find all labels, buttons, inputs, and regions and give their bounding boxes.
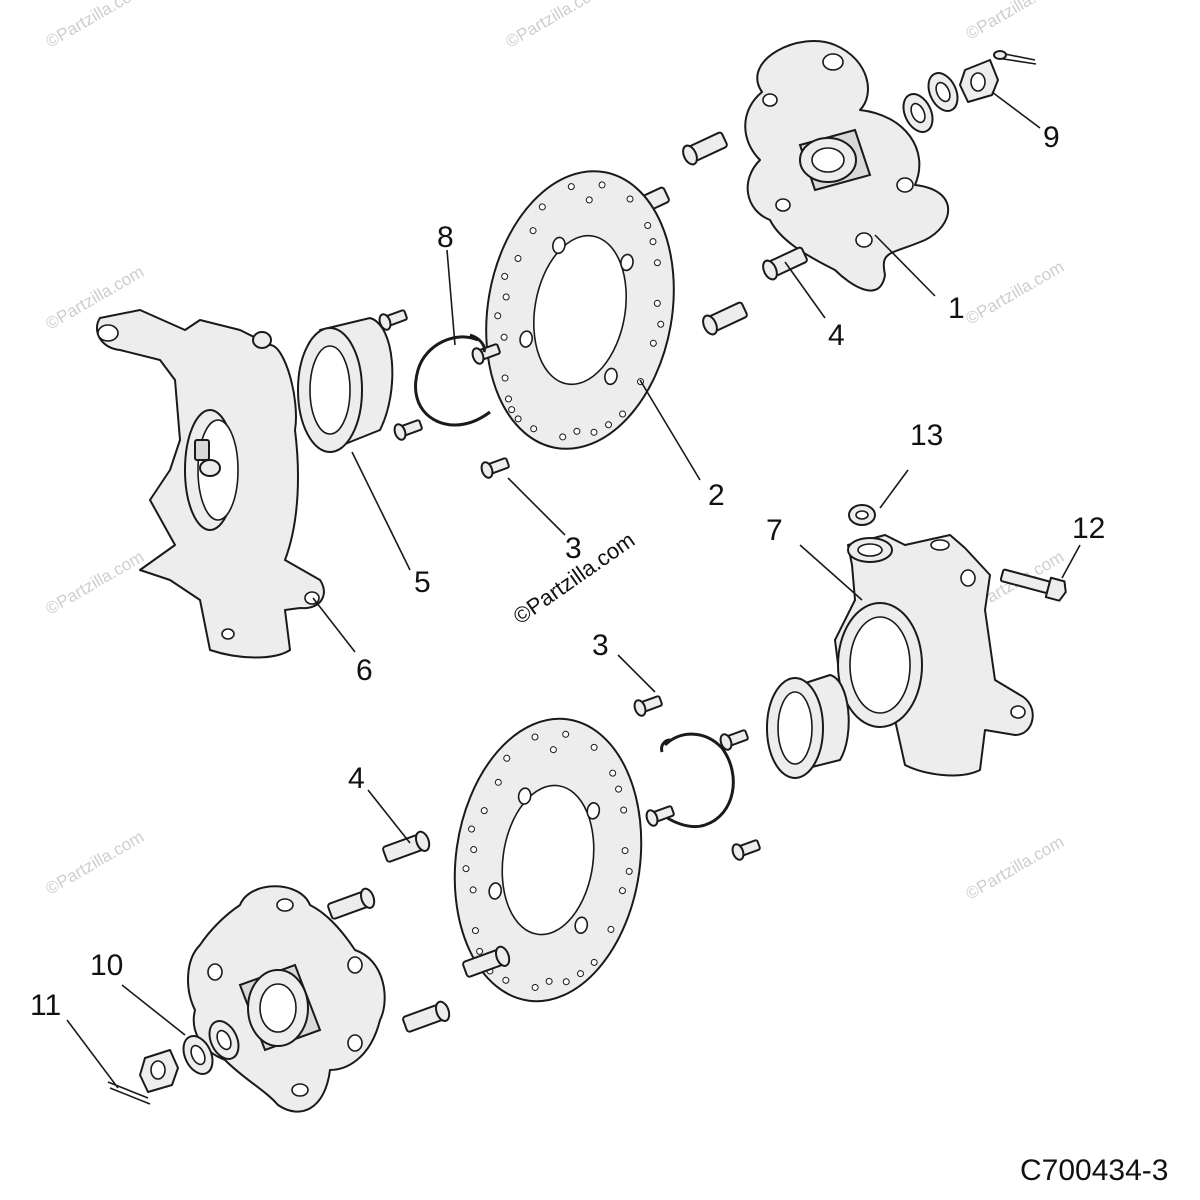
snap-ring-top bbox=[414, 333, 491, 427]
disc-bolts-bottom bbox=[633, 695, 761, 861]
nut-13 bbox=[848, 504, 876, 526]
brake-disc-top bbox=[485, 170, 675, 450]
hub-bottom bbox=[187, 885, 386, 1113]
watermark: ©Partzilla.com bbox=[503, 0, 608, 51]
callout-10: 10 bbox=[90, 949, 123, 982]
knuckle-left bbox=[95, 309, 325, 659]
wheel-studs-bottom bbox=[327, 830, 511, 1033]
callout-9: 9 bbox=[1043, 121, 1060, 154]
hub-top bbox=[744, 40, 950, 292]
watermark: ©Partzilla.com bbox=[963, 0, 1068, 43]
leader-lines bbox=[66, 91, 1081, 1089]
axle-nut-set-top bbox=[902, 50, 1037, 133]
watermark: ©Partzilla.com bbox=[963, 832, 1068, 903]
callout-4-top: 4 bbox=[828, 319, 845, 352]
callout-7: 7 bbox=[766, 514, 783, 547]
bearing-top bbox=[297, 317, 394, 453]
callout-1: 1 bbox=[948, 292, 965, 325]
callout-13: 13 bbox=[910, 419, 943, 452]
callout-12: 12 bbox=[1072, 512, 1105, 545]
callout-2: 2 bbox=[708, 479, 725, 512]
knuckle-right bbox=[834, 506, 1034, 777]
watermark: ©Partzilla.com bbox=[43, 0, 148, 51]
watermark: ©Partzilla.com bbox=[963, 257, 1068, 328]
callout-6: 6 bbox=[356, 654, 373, 687]
callout-3-top: 3 bbox=[565, 532, 582, 565]
axle-nut-set-bottom bbox=[107, 1020, 240, 1105]
knuckle-bolt bbox=[999, 568, 1067, 602]
callout-3-bottom: 3 bbox=[592, 629, 609, 662]
watermark: ©Partzilla.com bbox=[43, 827, 148, 898]
callout-11: 11 bbox=[30, 989, 61, 1022]
bearing-bottom bbox=[766, 674, 850, 779]
disc-bolts-top bbox=[378, 309, 510, 479]
callouts: 1 2 3 3 4 4 5 6 7 8 9 10 11 12 13 bbox=[30, 121, 1105, 1022]
snap-ring-bottom bbox=[658, 732, 735, 828]
drawing-code: C700434-3 bbox=[1020, 1154, 1168, 1187]
callout-5: 5 bbox=[414, 566, 431, 599]
brake-disc-bottom bbox=[453, 717, 643, 1003]
callout-8: 8 bbox=[437, 221, 454, 254]
callout-4-bottom: 4 bbox=[348, 762, 365, 795]
watermark: ©Partzilla.com bbox=[43, 547, 148, 618]
